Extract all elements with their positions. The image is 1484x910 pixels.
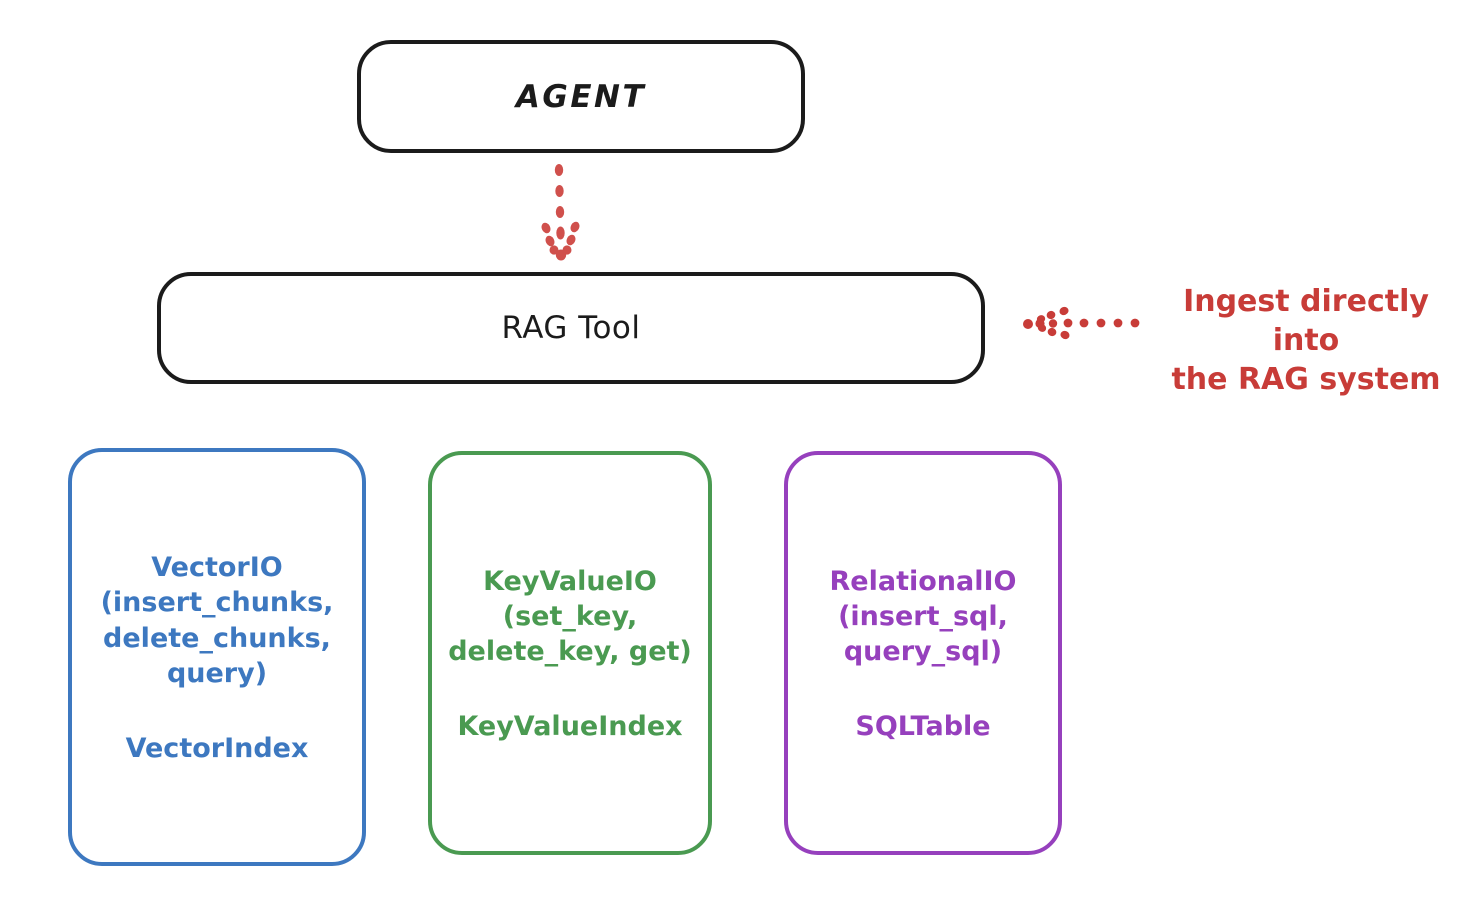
node-rag-tool[interactable]: RAG Tool [157, 272, 985, 384]
node-relational-io-index: SQLTable [855, 711, 991, 743]
node-relational-io[interactable]: RelationalIO (insert_sql, query_sql) SQL… [784, 451, 1062, 855]
node-vector-io-signature: VectorIO (insert_chunks, delete_chunks, … [100, 552, 334, 689]
node-vector-io-index: VectorIndex [125, 732, 309, 764]
annotation-ingest-note: Ingest directly into the RAG system [1171, 284, 1441, 397]
node-keyvalue-io-index: KeyValueIndex [457, 711, 683, 743]
node-rag-tool-label: RAG Tool [501, 310, 641, 346]
node-agent-label: AGENT [515, 78, 647, 115]
node-relational-io-signature: RelationalIO (insert_sql, query_sql) [829, 565, 1017, 668]
node-agent[interactable]: AGENT [357, 40, 805, 153]
node-keyvalue-io-signature: KeyValueIO (set_key, delete_key, get) [448, 565, 692, 668]
edge-note-to-rag-tool [1023, 306, 1140, 340]
node-keyvalue-io[interactable]: KeyValueIO (set_key, delete_key, get) Ke… [428, 451, 712, 855]
node-vector-io[interactable]: VectorIO (insert_chunks, delete_chunks, … [68, 448, 366, 866]
edge-agent-to-rag-tool [541, 164, 580, 261]
